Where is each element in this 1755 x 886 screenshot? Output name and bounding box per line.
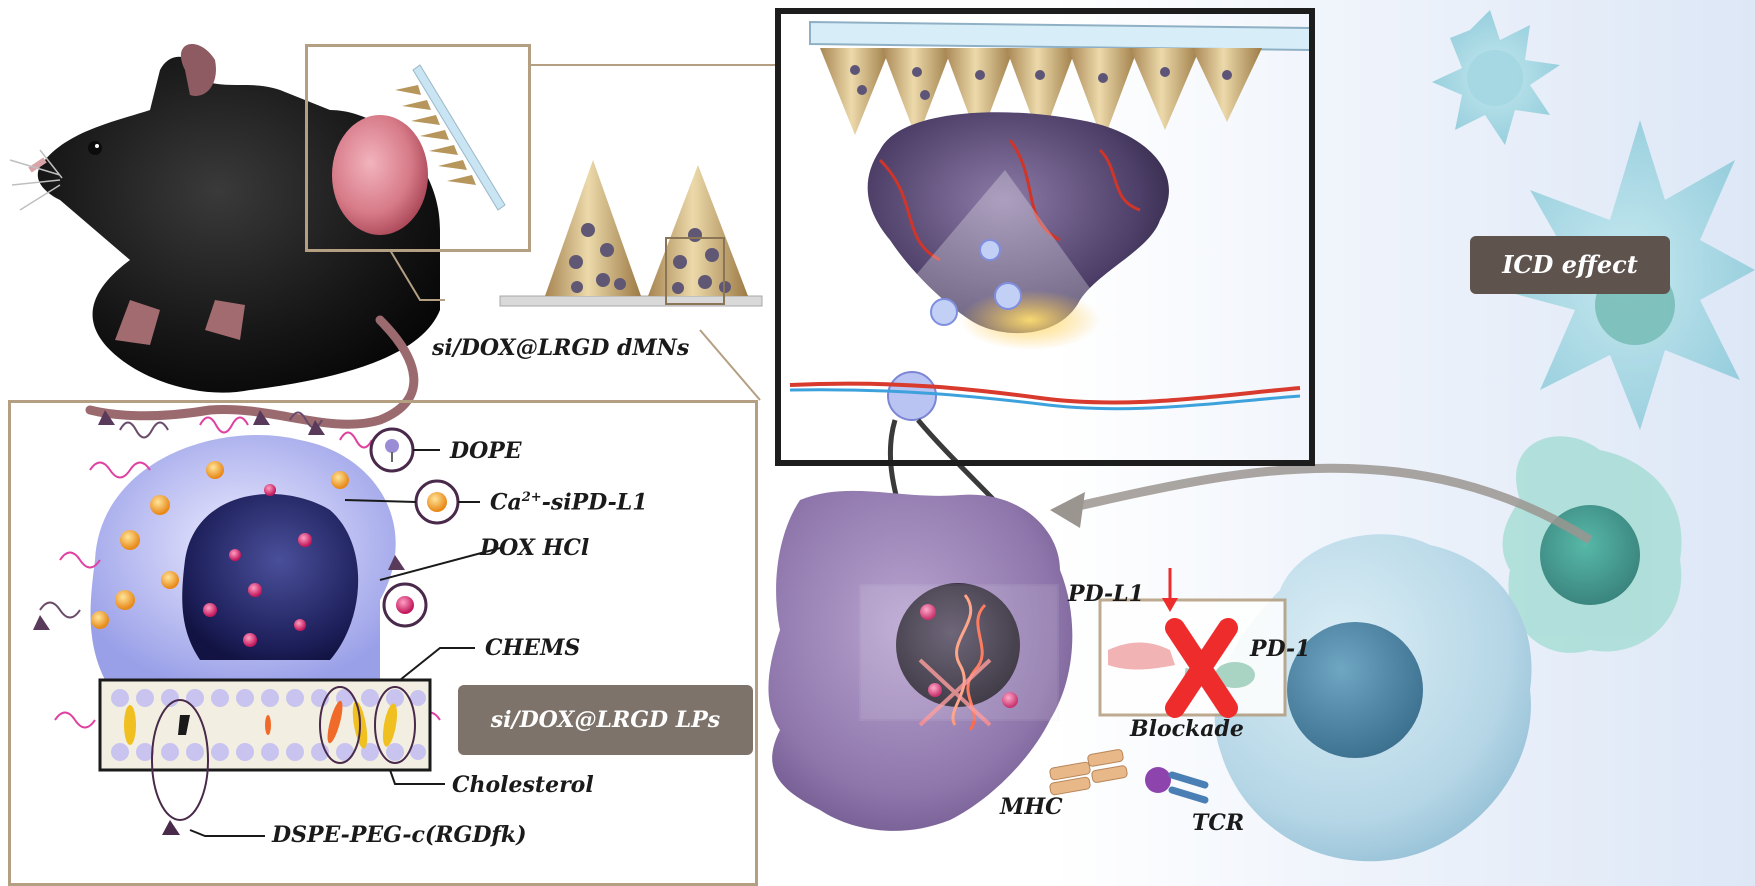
label-dspe-peg: DSPE-PEG-c(RGDfk): [272, 822, 527, 848]
tumor-scene-frame: [775, 8, 1315, 466]
microneedle-patch-small: [395, 64, 506, 211]
label-tcr: TCR: [1192, 810, 1245, 836]
lp-badge: si/DOX@LRGD LPs: [458, 685, 753, 755]
label-cholesterol: Cholesterol: [452, 772, 594, 798]
t-cell-large: [1214, 534, 1532, 862]
dendritic-cell-top: [1432, 10, 1560, 145]
cancer-cell: [768, 490, 1073, 831]
feedback-arrow: [1059, 463, 1593, 544]
label-ca-suffix: -siPD-L1: [541, 489, 648, 516]
microneedle-cones: [499, 160, 763, 307]
mouse-inset-frame: [305, 44, 531, 252]
tumor-scene: [789, 20, 1311, 421]
label-ca-sup: 2+: [521, 490, 542, 505]
liposome-illustration: [33, 410, 501, 837]
label-blockade: Blockade: [1130, 716, 1244, 742]
label-ca-sipd-l1: Ca2+-siPD-L1: [490, 491, 648, 513]
label-dope: DOPE: [450, 438, 522, 464]
icd-badge-text: ICD effect: [1502, 250, 1638, 279]
liposome-panel-frame: [8, 400, 758, 886]
label-chems: CHEMS: [485, 635, 581, 661]
label-pd-1: PD-1: [1250, 636, 1311, 662]
lp-badge-text: si/DOX@LRGD LPs: [490, 707, 721, 733]
label-pd-l1: PD-L1: [1068, 581, 1144, 607]
label-mhc: MHC: [1000, 794, 1063, 820]
icd-badge: ICD effect: [1470, 236, 1670, 294]
label-dox-hcl: DOX HCl: [480, 535, 590, 561]
mhc-tcr-complex: [1049, 749, 1209, 804]
dmn-caption: si/DOX@LRGD dMNs: [432, 335, 690, 361]
label-ca-prefix: Ca: [490, 489, 522, 516]
mouse-illustration: [9, 43, 441, 429]
blockade-x: [1165, 618, 1238, 718]
blockade-box: [1098, 568, 1287, 718]
t-cell-right: [1502, 436, 1682, 653]
